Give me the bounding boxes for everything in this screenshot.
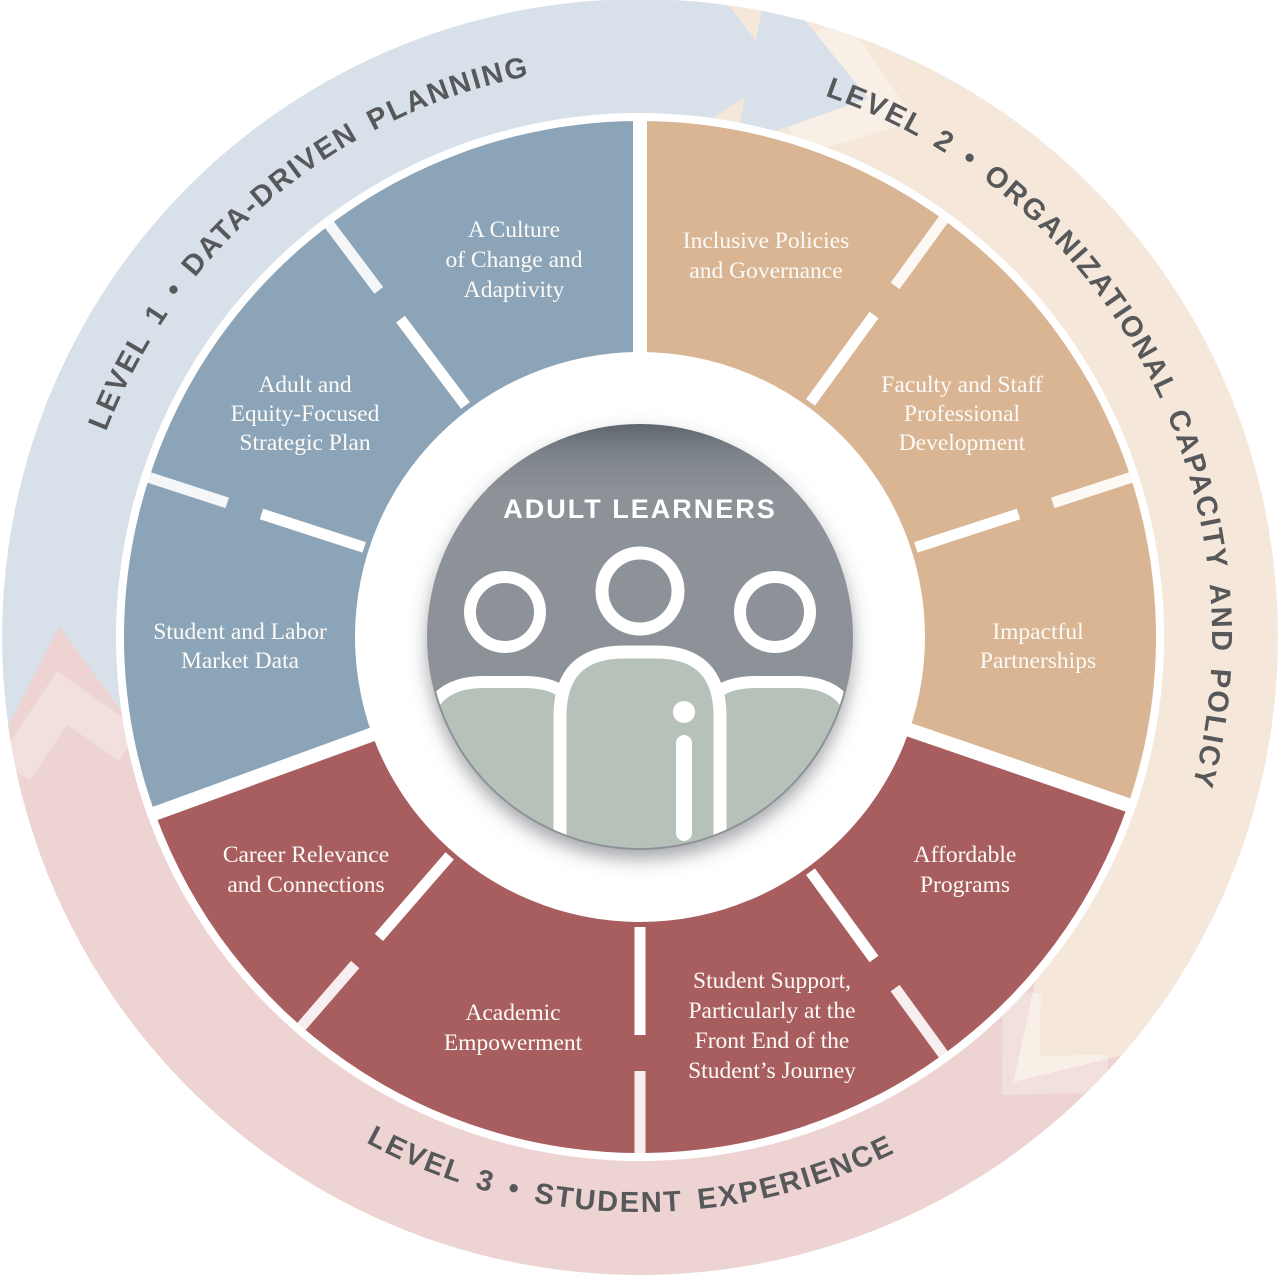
segment-label-line: Development (899, 430, 1026, 456)
segment-divider (396, 315, 470, 409)
segment-label-line: Affordable (914, 842, 1017, 868)
segment-divider-outer (296, 960, 360, 1031)
segment-label-line: Programs (920, 872, 1010, 898)
segment-divider (806, 311, 879, 406)
segment-label-line: Adaptivity (464, 277, 565, 303)
segment-divider-outer (1051, 471, 1134, 509)
segment-label-line: Inclusive Policies (683, 228, 849, 254)
level3-outer-arrow-band (8, 626, 1182, 1275)
segment-label-line: Partnerships (980, 648, 1096, 674)
segment-label-line: and Governance (689, 258, 842, 284)
segment-divider-outer (890, 984, 949, 1059)
segment-label-line: of Change and (445, 247, 582, 273)
level2-band-tail-chevron (787, 14, 916, 157)
level2-outer-arrow-band (712, 5, 1278, 1083)
wheel-dividers (146, 116, 1135, 1154)
info-stem-icon (676, 735, 692, 841)
level1-outer-arrow-band (2, 0, 869, 897)
people-group-icon (429, 546, 851, 848)
segment-labels: A Culture of Change and Adaptivity Adult… (153, 217, 1096, 1084)
info-dot-icon (673, 701, 695, 723)
segment-label-line: Student and Labor (153, 619, 327, 645)
segment-label-line: Career Relevance (223, 842, 389, 868)
level1-band-arrowhead (740, 10, 869, 131)
segment-label-line: Equity-Focused (231, 401, 380, 427)
level1-band-tail-chevron (0, 670, 141, 781)
segment-label-line: Strategic Plan (239, 430, 370, 456)
segment-label-line: and Connections (227, 872, 384, 898)
segment-divider (374, 852, 454, 942)
segment-label-line: Faculty and Staff (881, 372, 1043, 398)
segment-divider-outer (146, 471, 229, 509)
segment-divider-outer (890, 215, 949, 290)
segment-label-line: Particularly at the (688, 998, 855, 1024)
segment-label-line: Front End of the (695, 1028, 850, 1054)
person-head-icon (595, 546, 685, 636)
boundary-level3-level1 (148, 723, 387, 822)
boundary-level2-level3 (894, 718, 1135, 814)
level3-band-tail-chevron (1002, 992, 1109, 1095)
segment-label-line: Academic (465, 1000, 560, 1026)
segment-label-line: A Culture (468, 217, 560, 243)
segment-label-line: Market Data (181, 648, 300, 674)
segment-label-line: Impactful (992, 619, 1084, 645)
center-hub-label: ADULT LEARNERS (503, 494, 777, 524)
center-hub: ADULT LEARNERS (355, 352, 925, 922)
person-head-icon (464, 571, 546, 653)
segment-divider (806, 868, 879, 963)
level1-ring-sector (123, 120, 640, 814)
segment-divider (259, 508, 366, 553)
segment-label-line: Student’s Journey (688, 1058, 856, 1084)
segment-divider-outer (324, 220, 384, 294)
person-head-icon (734, 571, 816, 653)
segment-label-line: Empowerment (444, 1030, 583, 1056)
segment-label-line: Student Support, (693, 968, 851, 994)
segment-divider (914, 508, 1021, 553)
level2-ring-sector (640, 121, 1157, 805)
segment-label-line: Professional (904, 401, 1021, 427)
segment-label-line: Adult and (258, 372, 352, 398)
